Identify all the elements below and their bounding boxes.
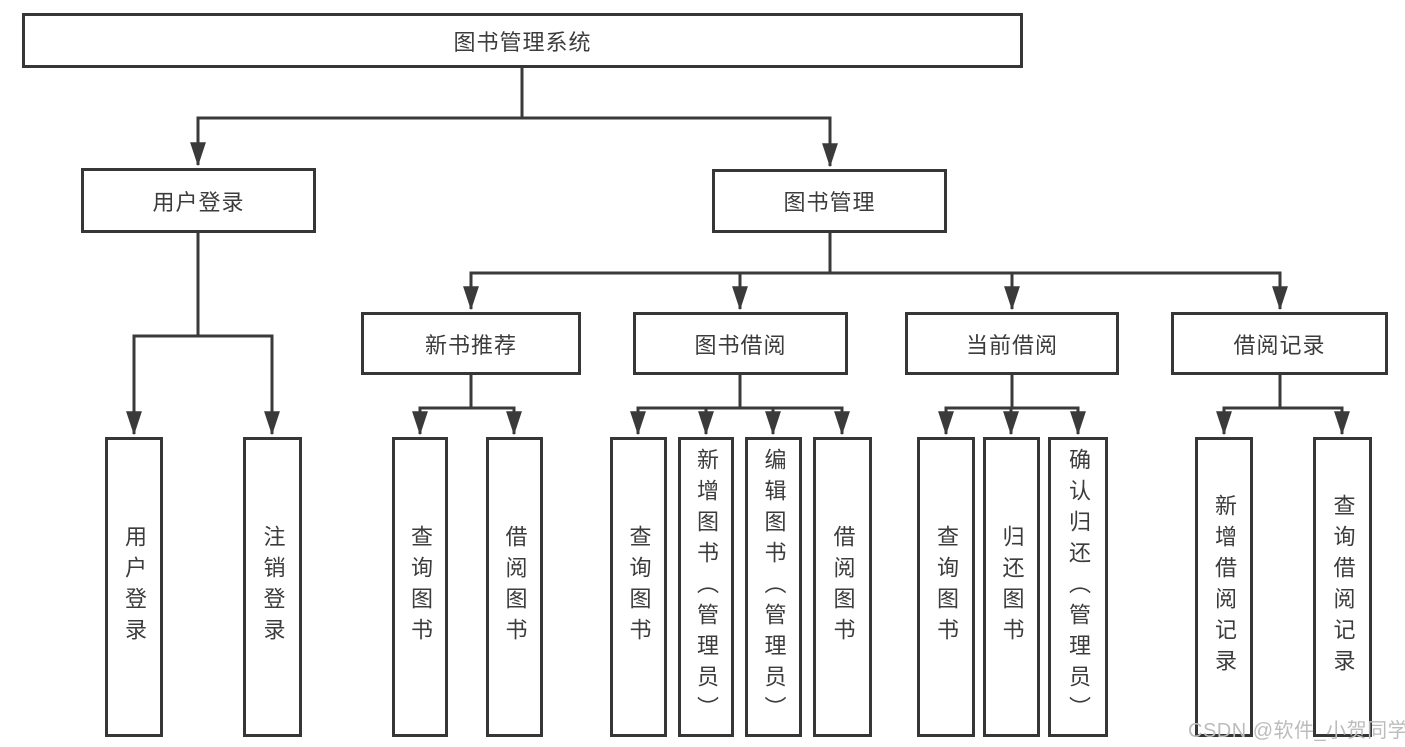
node-book-borrowing: 图书借阅	[633, 312, 848, 375]
leaf-return-books: 归还图书	[983, 437, 1040, 737]
leaf-label: 编辑图书（管理员）	[761, 447, 787, 727]
leaf-label: 借阅图书	[502, 525, 528, 649]
node-borrow-records: 借阅记录	[1171, 312, 1388, 375]
leaf-label: 归还图书	[999, 525, 1025, 649]
leaf-borrow-books: 借阅图书	[813, 437, 872, 737]
leaf-label: 新增图书（管理员）	[694, 447, 719, 727]
leaf-label: 借阅图书	[830, 525, 856, 649]
node-root: 图书管理系统	[22, 13, 1023, 68]
leaf-label: 新增借阅记录	[1212, 494, 1237, 680]
leaf-label: 确认归还（管理员）	[1066, 447, 1091, 727]
node-book-management: 图书管理	[712, 169, 947, 233]
node-user-login: 用户登录	[81, 168, 316, 233]
leaf-query-books-recommend: 查询图书	[392, 437, 448, 737]
leaf-add-books-admin: 新增图书（管理员）	[678, 437, 734, 737]
csdn-watermark: CSDN @软件_小贺同学	[1188, 720, 1405, 742]
leaf-user-login: 用户登录	[105, 437, 163, 737]
leaf-query-books-borrowing: 查询图书	[610, 437, 667, 737]
leaf-borrow-books-recommend: 借阅图书	[486, 437, 543, 737]
node-new-book-recommend: 新书推荐	[361, 312, 581, 375]
leaf-label: 查询借阅记录	[1330, 494, 1356, 680]
leaf-confirm-return-admin: 确认归还（管理员）	[1048, 437, 1108, 737]
leaf-add-borrow-record: 新增借阅记录	[1195, 437, 1253, 737]
leaf-logout: 注销登录	[243, 437, 302, 737]
leaf-label: 查询图书	[626, 525, 652, 649]
leaf-label: 注销登录	[260, 525, 286, 649]
leaf-query-books-current: 查询图书	[917, 437, 975, 737]
leaf-label: 查询图书	[408, 525, 433, 649]
leaf-label: 查询图书	[934, 525, 959, 649]
leaf-edit-books-admin: 编辑图书（管理员）	[745, 437, 802, 737]
leaf-label: 用户登录	[122, 525, 147, 649]
leaf-query-borrow-record: 查询借阅记录	[1313, 437, 1372, 737]
node-current-borrowing: 当前借阅	[905, 312, 1119, 375]
